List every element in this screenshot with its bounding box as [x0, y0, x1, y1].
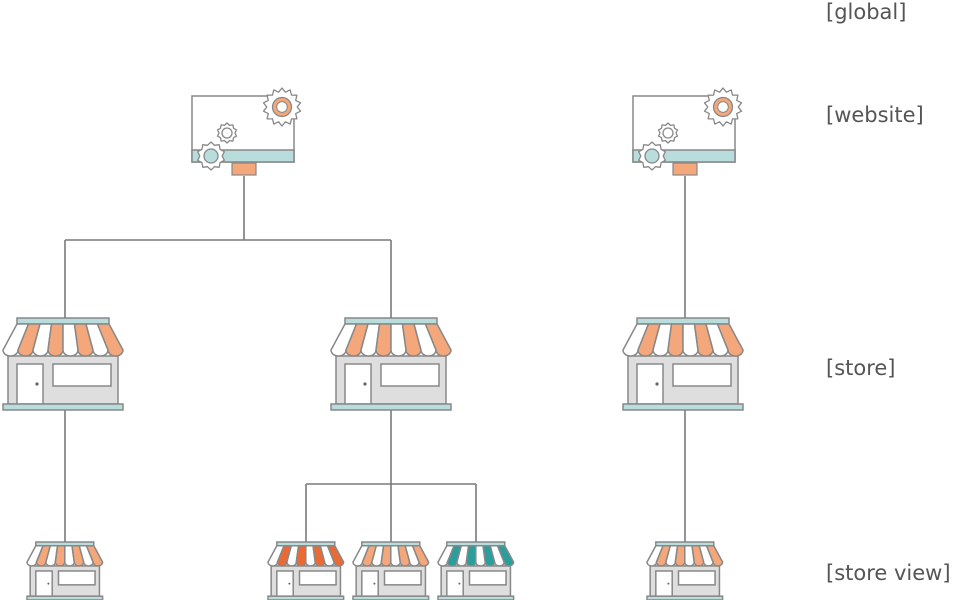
awning-stripe [85, 545, 104, 567]
store-base [330, 403, 452, 411]
gear-center [644, 148, 660, 164]
door-knob [288, 582, 291, 585]
store-top-bar [636, 317, 730, 325]
website-node-1 [191, 87, 302, 176]
store-base [352, 595, 430, 600]
awning-stripe [716, 323, 744, 357]
door-knob [373, 582, 376, 585]
store-base [267, 595, 345, 600]
awning-stripe [411, 545, 430, 567]
store-door [446, 570, 464, 597]
gear-center [662, 127, 674, 139]
label-store-view: [store view] [826, 561, 951, 585]
store-base [646, 595, 724, 600]
gear-center [221, 127, 233, 139]
monitor-stand [231, 162, 257, 176]
awning-stripe [705, 545, 724, 567]
awning-stripe [54, 545, 66, 567]
store-window [380, 363, 440, 387]
store-view-3 [352, 541, 430, 600]
door-knob [47, 582, 50, 585]
website-node-2 [632, 87, 743, 176]
store-window [677, 570, 716, 586]
awning-stripe [380, 545, 392, 567]
awning-stripe [465, 545, 477, 567]
store-view-1 [26, 541, 104, 600]
gear-center [203, 148, 219, 164]
door-knob [655, 382, 659, 386]
awning-stripe [375, 323, 392, 357]
store-view-2 [267, 541, 345, 600]
store-base [2, 403, 124, 411]
store-view-5 [646, 541, 724, 600]
store-door [655, 570, 673, 597]
door-knob [458, 582, 461, 585]
door-knob [35, 382, 39, 386]
store-1 [2, 317, 124, 411]
awning-stripe [47, 323, 64, 357]
monitor-stand [672, 162, 698, 176]
awning-stripe [326, 545, 345, 567]
store-window [57, 570, 96, 586]
store-top-bar [16, 317, 110, 325]
gear-hole [276, 101, 288, 113]
store-base [437, 595, 515, 600]
awning-stripe [96, 323, 124, 357]
store-door [35, 570, 53, 597]
label-website: [website] [826, 103, 924, 127]
store-door [344, 363, 372, 405]
store-door [276, 570, 294, 597]
awning-stripe [424, 323, 452, 357]
awning-stripe [496, 545, 515, 567]
store-window [672, 363, 732, 387]
store-window [298, 570, 337, 586]
store-top-bar [344, 317, 438, 325]
door-knob [363, 382, 367, 386]
door-knob [667, 582, 670, 585]
store-window [383, 570, 422, 586]
awning-stripe [295, 545, 307, 567]
store-door [636, 363, 664, 405]
store-door [16, 363, 44, 405]
diagram-nodes [2, 87, 744, 600]
store-2 [330, 317, 452, 411]
store-view-4 [437, 541, 515, 600]
label-global: [global] [826, 0, 907, 24]
store-window [52, 363, 112, 387]
awning-stripe [674, 545, 686, 567]
store-window [468, 570, 507, 586]
gear-hole [717, 101, 729, 113]
store-door [361, 570, 379, 597]
awning-stripe [667, 323, 684, 357]
label-store: [store] [826, 356, 896, 380]
connector-lines [64, 176, 686, 544]
store-base [26, 595, 104, 600]
store-base [622, 403, 744, 411]
store-3 [622, 317, 744, 411]
